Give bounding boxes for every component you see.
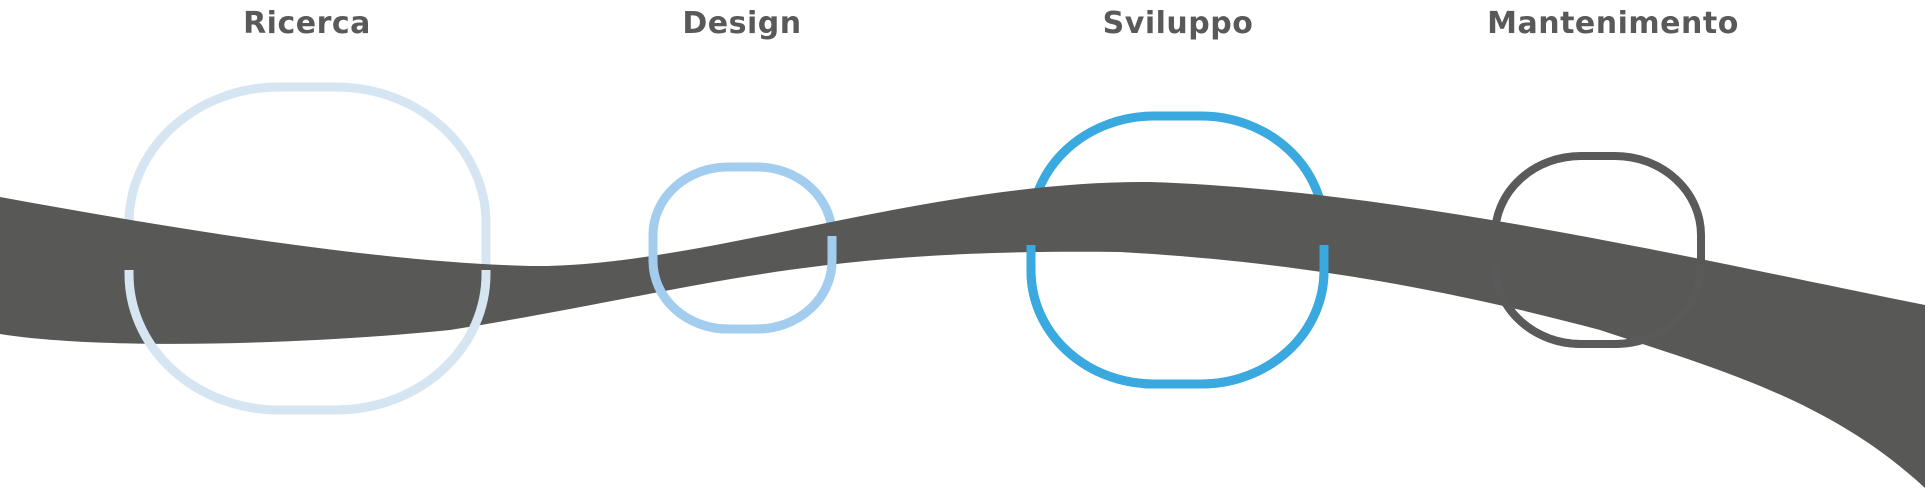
- rings-front: [124, 236, 1705, 415]
- phase-label-ricerca: Ricerca: [243, 6, 371, 41]
- phase-label-mantenimento: Mantenimento: [1487, 6, 1739, 41]
- ring-design-front: [648, 236, 837, 334]
- ring-sviluppo-front: [1026, 245, 1329, 389]
- phase-label-sviluppo: Sviluppo: [1102, 6, 1254, 41]
- phase-label-design: Design: [682, 6, 802, 41]
- ring-ricerca-front: [124, 270, 491, 415]
- ring-mantenimento-front: [1491, 265, 1705, 348]
- flow-ribbon: [0, 181, 1925, 488]
